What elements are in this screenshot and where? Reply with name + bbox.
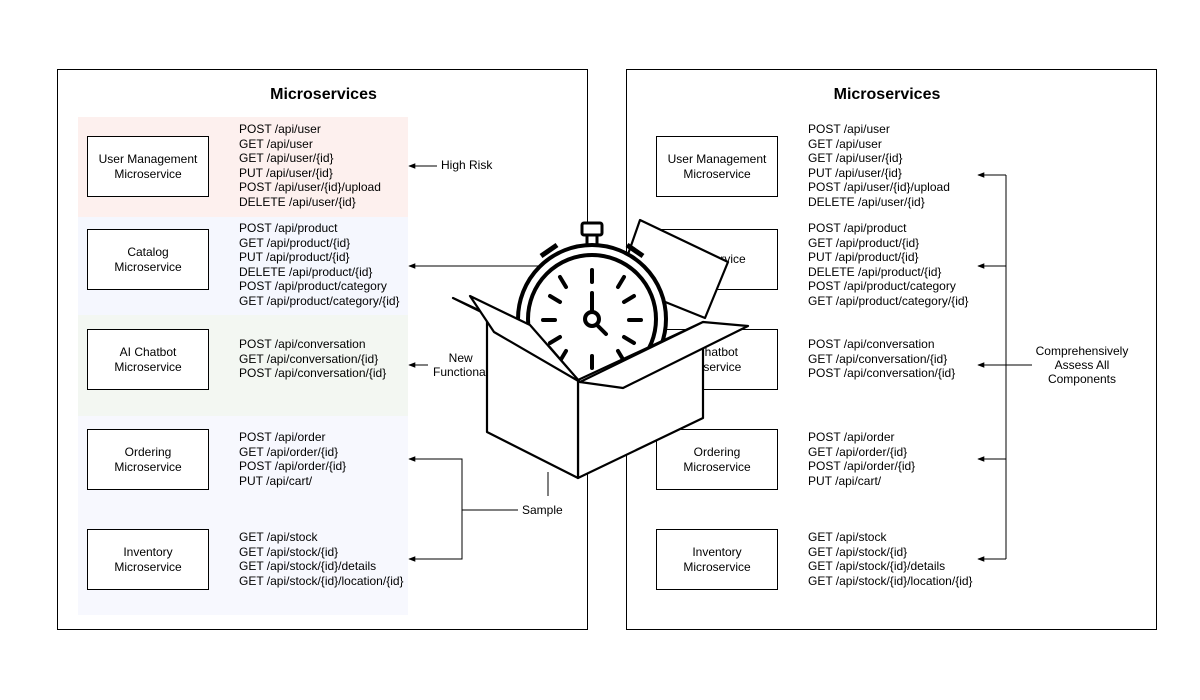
endpoint: POST /api/user/{id}/upload bbox=[808, 180, 950, 195]
endpoint: PUT /api/product/{id} bbox=[239, 250, 350, 265]
endpoint: GET /api/conversation/{id} bbox=[239, 351, 379, 366]
endpoint: GET /api/product/{id} bbox=[239, 235, 351, 250]
service-box-ordering: Ordering Microservice bbox=[87, 429, 209, 490]
endpoint-list-catalog: POST /api/product GET /api/product/{id} … bbox=[239, 221, 400, 309]
endpoint: POST /api/user bbox=[808, 122, 890, 136]
sample-label: Sample bbox=[522, 503, 563, 517]
endpoint-list-ordering: POST /api/order GET /api/order/{id} POST… bbox=[239, 430, 346, 488]
endpoint-list-catalog: POST /api/product GET /api/product/{id} … bbox=[808, 221, 969, 309]
service-box-ai-chatbot: AI Chatbot Microservice bbox=[87, 329, 209, 390]
endpoint: PUT /api/product/{id} bbox=[808, 250, 919, 265]
endpoint-list-ordering: POST /api/order GET /api/order/{id} POST… bbox=[808, 430, 915, 488]
new-functionality-label: New Functional bbox=[433, 351, 489, 379]
endpoint: POST /api/product/category bbox=[808, 279, 956, 294]
endpoint-list-ai-chatbot: POST /api/conversation GET /api/conversa… bbox=[808, 337, 955, 381]
endpoint: GET /api/user/{id} bbox=[239, 151, 334, 166]
endpoint: POST /api/user/{id}/upload bbox=[239, 180, 381, 195]
endpoint: PUT /api/cart/ bbox=[239, 473, 313, 488]
service-box-user-management: User Management Microservice bbox=[87, 136, 209, 197]
endpoint: DELETE /api/user/{id} bbox=[808, 194, 925, 209]
endpoint: GET /api/stock/{id}/details bbox=[239, 559, 377, 574]
endpoint: POST /api/product bbox=[239, 221, 338, 235]
endpoint: POST /api/product bbox=[808, 221, 907, 235]
endpoint: GET /api/product/category/{id} bbox=[808, 293, 969, 308]
endpoint-list-user-management: POST /api/user GET /api/user GET /api/us… bbox=[808, 122, 950, 210]
service-box-ordering: Ordering Microservice bbox=[656, 429, 778, 490]
endpoint: GET /api/stock bbox=[808, 530, 887, 544]
endpoint: GET /api/stock/{id}/location/{id} bbox=[808, 573, 973, 588]
endpoint: DELETE /api/product/{id} bbox=[239, 264, 373, 279]
endpoint: POST /api/conversation/{id} bbox=[239, 366, 387, 381]
endpoint: POST /api/order/{id} bbox=[808, 459, 916, 474]
endpoint: POST /api/order/{id} bbox=[239, 459, 347, 474]
endpoint: GET /api/stock bbox=[239, 530, 318, 544]
endpoint: DELETE /api/product/{id} bbox=[808, 264, 942, 279]
endpoint: POST /api/conversation bbox=[239, 337, 366, 351]
endpoint: PUT /api/user/{id} bbox=[808, 165, 902, 180]
endpoint: POST /api/product/category bbox=[239, 279, 387, 294]
endpoint: PUT /api/user/{id} bbox=[239, 165, 333, 180]
endpoint: GET /api/user/{id} bbox=[808, 151, 903, 166]
service-box-catalog: Catalog Microservice bbox=[87, 229, 209, 290]
service-box-user-management: User Management Microservice bbox=[656, 136, 778, 197]
endpoint: GET /api/order/{id} bbox=[808, 444, 908, 459]
endpoint: GET /api/stock/{id} bbox=[239, 544, 339, 559]
endpoint: POST /api/order bbox=[808, 430, 895, 444]
endpoint: GET /api/product/category/{id} bbox=[239, 293, 400, 308]
endpoint: GET /api/user bbox=[808, 136, 882, 151]
endpoint: PUT /api/cart/ bbox=[808, 473, 882, 488]
left-panel-title: Microservices bbox=[270, 86, 377, 103]
service-box-inventory: Inventory Microservice bbox=[656, 529, 778, 590]
endpoint-list-ai-chatbot: POST /api/conversation GET /api/conversa… bbox=[239, 337, 386, 381]
service-box-inventory: Inventory Microservice bbox=[87, 529, 209, 590]
endpoint: DELETE /api/user/{id} bbox=[239, 194, 356, 209]
endpoint-list-user-management: POST /api/user GET /api/user GET /api/us… bbox=[239, 122, 381, 210]
high-risk-label: High Risk bbox=[441, 158, 493, 172]
endpoint: GET /api/stock/{id}/details bbox=[808, 559, 946, 574]
right-panel-title: Microservices bbox=[833, 86, 941, 103]
endpoint: GET /api/product/{id} bbox=[808, 235, 920, 250]
endpoint: POST /api/user bbox=[239, 122, 321, 136]
comprehensive-assessment-label: Comprehensively Assess All Components bbox=[1035, 344, 1129, 386]
endpoint-list-inventory: GET /api/stock GET /api/stock/{id} GET /… bbox=[239, 530, 404, 588]
endpoint: GET /api/stock/{id} bbox=[808, 544, 908, 559]
endpoint-list-inventory: GET /api/stock GET /api/stock/{id} GET /… bbox=[808, 530, 973, 588]
box-right-flap bbox=[578, 320, 750, 390]
endpoint: POST /api/conversation bbox=[808, 337, 935, 351]
endpoint: GET /api/conversation/{id} bbox=[808, 351, 948, 366]
endpoint: POST /api/order bbox=[239, 430, 326, 444]
endpoint: GET /api/user bbox=[239, 136, 313, 151]
endpoint: GET /api/stock/{id}/location/{id} bbox=[239, 573, 404, 588]
endpoint: POST /api/conversation/{id} bbox=[808, 366, 956, 381]
endpoint: GET /api/order/{id} bbox=[239, 444, 339, 459]
